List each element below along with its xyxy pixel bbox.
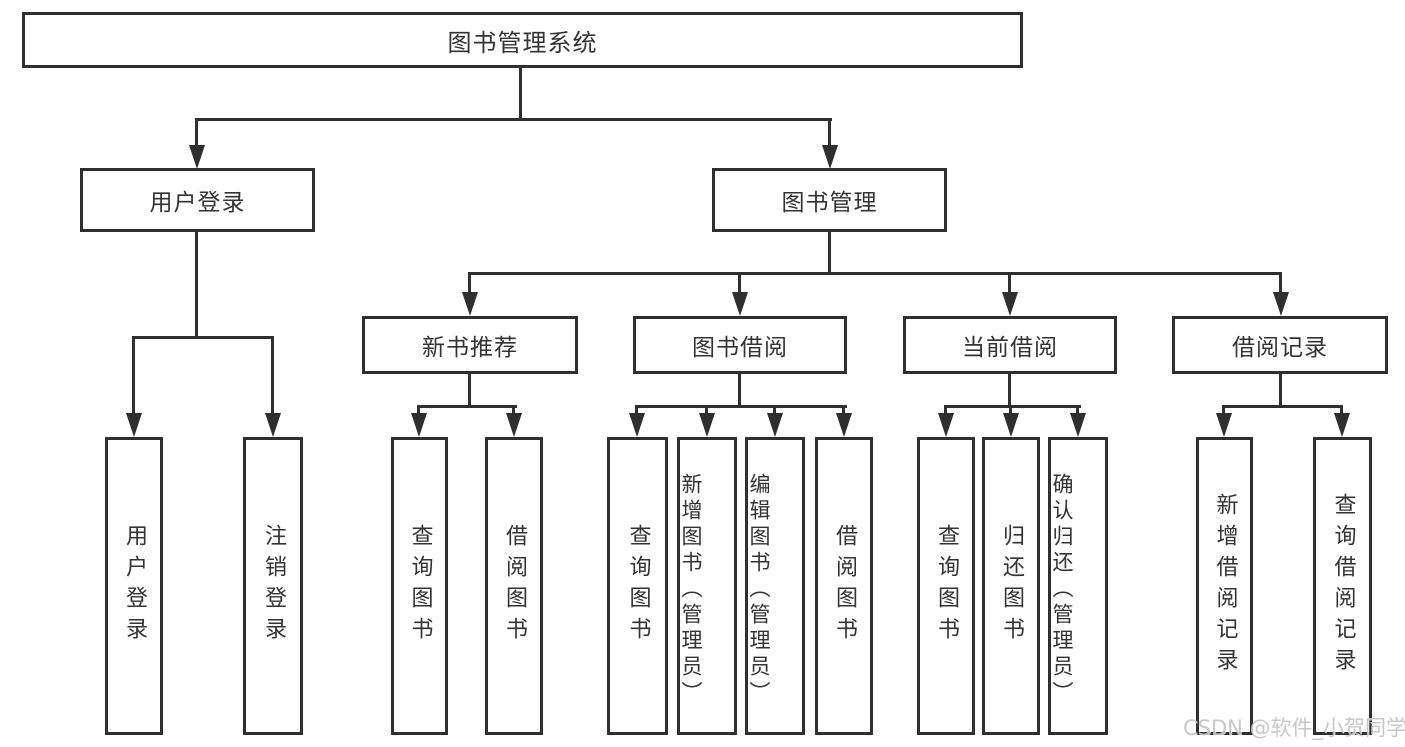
arrowhead-down-icon <box>938 413 954 437</box>
node-current-borrowing: 当前借阅 <box>903 316 1117 374</box>
arrowhead-down-icon <box>189 145 205 169</box>
arrowhead-down-icon <box>629 413 645 437</box>
arrowhead-down-icon <box>1334 413 1350 437</box>
leaf-recommend-borrow-books: 借阅图书 <box>485 437 543 735</box>
connector-line <box>468 374 471 408</box>
leaf-records-add-record: 新增借阅记录 <box>1196 437 1253 735</box>
leaf-borrowing-query-books: 查询图书 <box>607 437 668 735</box>
arrowhead-down-icon <box>506 413 522 437</box>
node-label: 当前借阅 <box>962 335 1058 361</box>
connector-line <box>512 408 515 416</box>
connector-line <box>773 408 776 416</box>
leaf-label: 归还图书 <box>999 524 1024 648</box>
connector-line <box>828 232 831 275</box>
arrowhead-down-icon <box>767 413 783 437</box>
connector-line <box>705 408 708 416</box>
node-book-borrowing: 图书借阅 <box>633 316 847 374</box>
leaf-current-query-books: 查询图书 <box>917 437 975 735</box>
arrowhead-down-icon <box>1003 413 1019 437</box>
arrowhead-down-icon <box>732 292 748 316</box>
connector-line <box>944 408 947 416</box>
leaf-label: 借阅图书 <box>832 524 857 648</box>
connector-line <box>842 408 845 416</box>
leaf-label: 借阅图书 <box>502 524 527 648</box>
leaf-label: 编辑图书（管理员） <box>747 472 771 707</box>
leaf-borrowing-add-books-admin: 新增图书（管理员） <box>677 437 737 735</box>
leaf-label: 查询图书 <box>625 524 651 648</box>
connector-line <box>132 336 274 339</box>
leaf-label: 注销登录 <box>261 524 286 648</box>
arrowhead-down-icon <box>699 413 715 437</box>
connector-line <box>468 272 1282 275</box>
connector-line <box>1076 408 1079 416</box>
node-library-system: 图书管理系统 <box>22 12 1023 68</box>
connector-line <box>468 275 471 294</box>
leaf-label: 查询借阅记录 <box>1330 493 1356 679</box>
leaf-label: 新增图书（管理员） <box>679 472 703 707</box>
watermark: CSDN @软件_小贺同学 <box>1183 716 1405 740</box>
connector-line <box>417 405 517 408</box>
leaf-user-login: 用户登录 <box>105 437 163 735</box>
leaf-recommend-query-books: 查询图书 <box>391 437 448 735</box>
arrowhead-down-icon <box>836 413 852 437</box>
leaf-current-return-books: 归还图书 <box>982 437 1040 735</box>
arrowhead-down-icon <box>126 413 142 437</box>
connector-line <box>195 232 198 339</box>
node-borrow-records: 借阅记录 <box>1172 316 1388 374</box>
connector-line <box>1009 408 1012 416</box>
arrowhead-down-icon <box>1070 413 1086 437</box>
leaf-label: 查询图书 <box>934 524 959 648</box>
connector-line <box>1340 408 1343 416</box>
leaf-label: 新增借阅记录 <box>1212 493 1238 679</box>
arrowhead-down-icon <box>1002 292 1018 316</box>
connector-line <box>738 374 741 408</box>
arrowhead-down-icon <box>822 145 838 169</box>
connector-line <box>1222 405 1343 408</box>
arrowhead-down-icon <box>462 292 478 316</box>
arrowhead-down-icon <box>1273 292 1289 316</box>
leaf-borrowing-edit-books-admin: 编辑图书（管理员） <box>745 437 805 735</box>
leaf-current-confirm-return-admin: 确认归还（管理员） <box>1048 437 1108 735</box>
node-label: 图书管理 <box>781 190 878 216</box>
connector-line <box>1008 374 1011 408</box>
connector-line <box>1222 408 1225 416</box>
leaf-label: 查询图书 <box>407 524 433 648</box>
connector-line <box>738 275 741 294</box>
leaf-label: 用户登录 <box>122 524 147 648</box>
connector-line <box>271 339 274 415</box>
arrowhead-down-icon <box>265 413 281 437</box>
connector-line <box>195 118 832 121</box>
node-new-book-recommend: 新书推荐 <box>362 316 578 374</box>
leaf-borrowing-borrow-books: 借阅图书 <box>815 437 873 735</box>
arrowhead-down-icon <box>411 413 427 437</box>
node-label: 用户登录 <box>149 190 246 216</box>
leaf-label: 确认归还（管理员） <box>1050 472 1074 707</box>
arrowhead-down-icon <box>1216 413 1232 437</box>
node-user-login: 用户登录 <box>80 168 315 232</box>
connector-line <box>635 408 638 416</box>
connector-line <box>132 339 135 415</box>
connector-line <box>519 68 522 121</box>
connector-line <box>635 405 847 408</box>
node-book-management: 图书管理 <box>712 168 947 232</box>
connector-line <box>1279 275 1282 294</box>
connector-line <box>417 408 420 416</box>
connector-line <box>828 121 831 148</box>
connector-line <box>944 405 1081 408</box>
connector-line <box>1279 374 1282 408</box>
connector-line <box>1008 275 1011 294</box>
leaf-logout: 注销登录 <box>243 437 303 735</box>
node-label: 新书推荐 <box>422 335 518 361</box>
connector-line <box>195 121 198 148</box>
node-label: 图书管理系统 <box>447 28 598 57</box>
leaf-records-query-record: 查询借阅记录 <box>1313 437 1372 735</box>
node-label: 借阅记录 <box>1232 335 1328 361</box>
node-label: 图书借阅 <box>692 335 788 361</box>
